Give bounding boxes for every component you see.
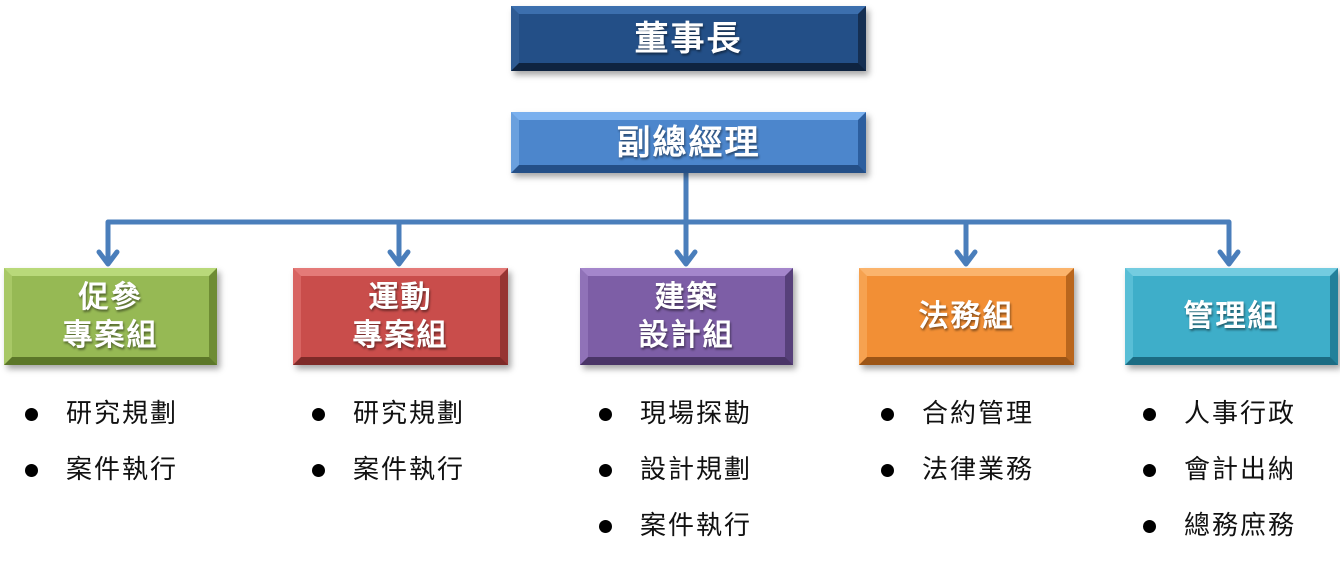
group-box-legal: 法務組 — [859, 268, 1074, 365]
task-item: 設計規劃 — [599, 450, 752, 506]
group-box-management: 管理組 — [1125, 268, 1338, 365]
bullet-icon — [599, 408, 612, 421]
bullet-icon — [25, 464, 38, 477]
group-label: 管理組 — [1183, 298, 1280, 334]
bullet-icon — [599, 520, 612, 533]
group-label: 運動 專案組 — [352, 279, 449, 353]
group-label: 促參 專案組 — [62, 279, 159, 353]
task-item: 法律業務 — [881, 450, 1034, 506]
task-label: 合約管理 — [922, 399, 1035, 429]
bullet-icon — [312, 464, 325, 477]
task-list-sports-project: 研究規劃 案件執行 — [312, 394, 465, 506]
connector-arrow-g4 — [954, 219, 978, 267]
task-label: 人事行政 — [1184, 399, 1297, 429]
connector-arrow-g2 — [387, 219, 411, 267]
task-label: 案件執行 — [353, 455, 466, 485]
task-item: 人事行政 — [1143, 394, 1296, 450]
bullet-icon — [1143, 520, 1156, 533]
group-label: 法務組 — [918, 298, 1015, 334]
task-list-legal: 合約管理 法律業務 — [881, 394, 1034, 506]
task-item: 案件執行 — [25, 450, 178, 506]
task-label: 法律業務 — [922, 455, 1035, 485]
group-label: 建築 設計組 — [638, 279, 735, 353]
task-item: 總務庶務 — [1143, 506, 1296, 562]
task-item: 研究規劃 — [25, 394, 178, 450]
bullet-icon — [599, 464, 612, 477]
task-list-management: 人事行政 會計出納 總務庶務 — [1143, 394, 1296, 562]
task-label: 研究規劃 — [66, 399, 179, 429]
chairman-box: 董事長 — [511, 6, 866, 71]
task-label: 案件執行 — [640, 511, 753, 541]
task-item: 研究規劃 — [312, 394, 465, 450]
bullet-icon — [25, 408, 38, 421]
task-item: 合約管理 — [881, 394, 1034, 450]
connector-arrow-g1 — [96, 219, 120, 267]
task-label: 會計出納 — [1184, 455, 1297, 485]
group-box-sports-project: 運動 專案組 — [293, 268, 508, 365]
task-label: 現場探勘 — [640, 399, 753, 429]
task-list-architecture-design: 現場探勘 設計規劃 案件執行 — [599, 394, 752, 562]
task-label: 研究規劃 — [353, 399, 466, 429]
group-box-architecture-design: 建築 設計組 — [580, 268, 793, 365]
bullet-icon — [881, 464, 894, 477]
task-label: 案件執行 — [66, 455, 179, 485]
group-box-ppp-project: 促參 專案組 — [4, 268, 217, 365]
bullet-icon — [1143, 464, 1156, 477]
task-item: 會計出納 — [1143, 450, 1296, 506]
task-item: 案件執行 — [312, 450, 465, 506]
vice-president-label: 副總經理 — [616, 122, 761, 163]
vice-president-box: 副總經理 — [511, 112, 866, 173]
bullet-icon — [881, 408, 894, 421]
task-item: 案件執行 — [599, 506, 752, 562]
bullet-icon — [312, 408, 325, 421]
task-label: 設計規劃 — [640, 455, 753, 485]
chairman-label: 董事長 — [634, 18, 743, 59]
task-list-ppp-project: 研究規劃 案件執行 — [25, 394, 178, 506]
task-label: 總務庶務 — [1184, 511, 1297, 541]
connector-arrow-g5 — [1217, 219, 1241, 267]
task-item: 現場探勘 — [599, 394, 752, 450]
connector-arrow-g3 — [674, 219, 698, 267]
bullet-icon — [1143, 408, 1156, 421]
